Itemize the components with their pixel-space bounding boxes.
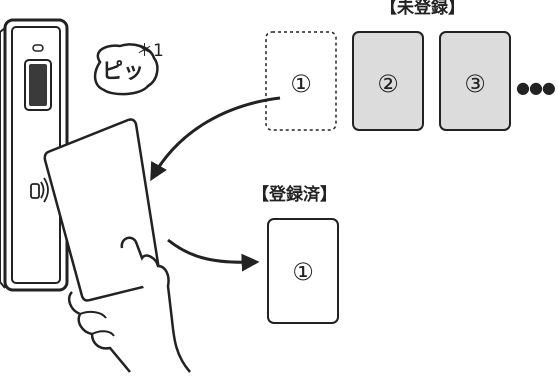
arrow-icon: [167, 238, 260, 272]
unregistered-label: 【未登録】: [380, 0, 465, 18]
arrow-icon: [150, 96, 281, 182]
card-number: ②: [377, 70, 399, 98]
beep-text: ピッ: [102, 59, 144, 83]
registered-card-1: ①: [267, 218, 339, 324]
unregistered-card-2: ②: [352, 31, 424, 131]
fingerprint-sensor-icon: [24, 59, 52, 111]
card-number: ①: [290, 70, 312, 98]
card-number: ①: [292, 258, 314, 286]
more-cards-ellipsis: ●●●: [516, 78, 556, 97]
nfc-reader-icon: [30, 177, 49, 203]
footnote-mark: ＊1: [136, 41, 164, 61]
camera-icon: [32, 44, 44, 52]
hand-icon: [68, 236, 191, 373]
registered-label: 【登録済】: [252, 184, 337, 205]
card-number: ③: [464, 70, 486, 98]
unregistered-card-3: ③: [439, 31, 511, 131]
beep-bubble: ピッ ＊1: [93, 41, 164, 96]
unregistered-card-1: ①: [265, 31, 337, 131]
